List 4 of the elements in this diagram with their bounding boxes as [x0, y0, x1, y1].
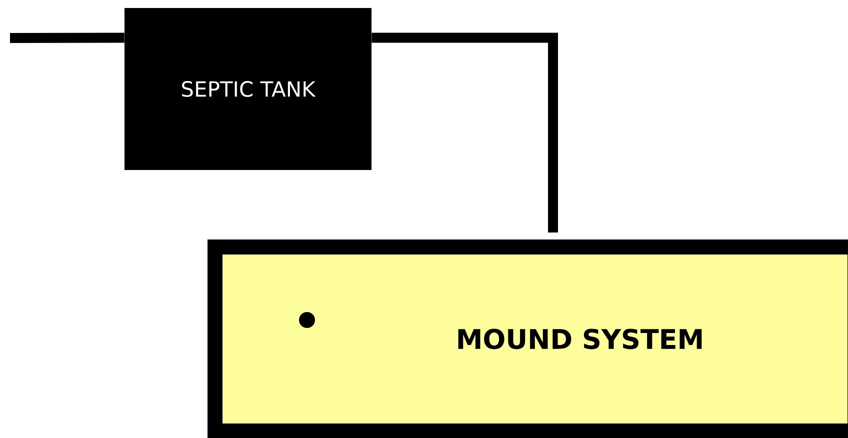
pipe [10, 32, 124, 43]
septic-tank-box: SEPTIC TANK [124, 8, 372, 170]
mound-system-box: MOUND SYSTEM [208, 240, 848, 438]
pipe [372, 32, 558, 232]
